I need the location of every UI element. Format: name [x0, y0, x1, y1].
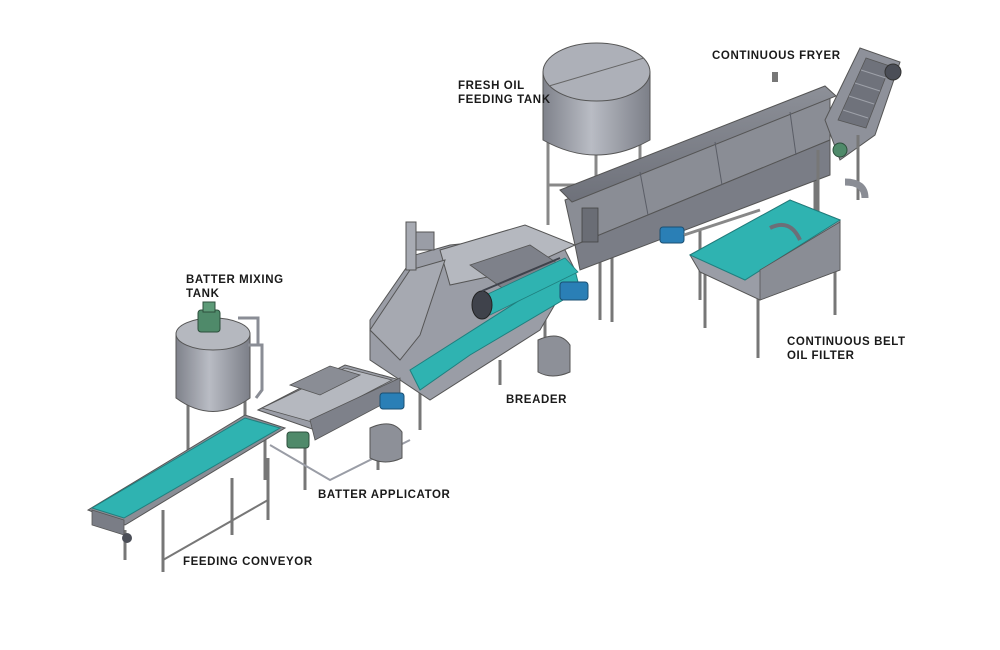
continuous-fryer — [559, 47, 902, 322]
label-batter-mixing-line1: BATTER MIXING — [186, 274, 284, 286]
label-filter-line1: CONTINUOUS BELT — [787, 336, 906, 348]
label-filter-line2: OIL FILTER — [787, 350, 855, 362]
label-batter-applicator: BATTER APPLICATOR — [318, 489, 451, 501]
label-feeding-conveyor: FEEDING CONVEYOR — [183, 556, 313, 568]
label-fresh-oil-line1: FRESH OIL — [458, 80, 525, 92]
batter-mixing-tank — [175, 301, 264, 450]
batter-applicator — [256, 364, 411, 490]
labels: FRESH OIL FEEDING TANK CONTINUOUS FRYER … — [183, 50, 906, 568]
breader — [369, 221, 589, 430]
label-continuous-fryer: CONTINUOUS FRYER — [712, 50, 841, 62]
feeding-conveyor — [86, 414, 287, 572]
label-fresh-oil-line2: FEEDING TANK — [458, 94, 551, 106]
fresh-oil-feeding-tank — [542, 42, 651, 230]
label-breader: BREADER — [506, 394, 567, 406]
continuous-belt-oil-filter — [659, 199, 842, 358]
label-batter-mixing-line2: TANK — [186, 288, 220, 300]
